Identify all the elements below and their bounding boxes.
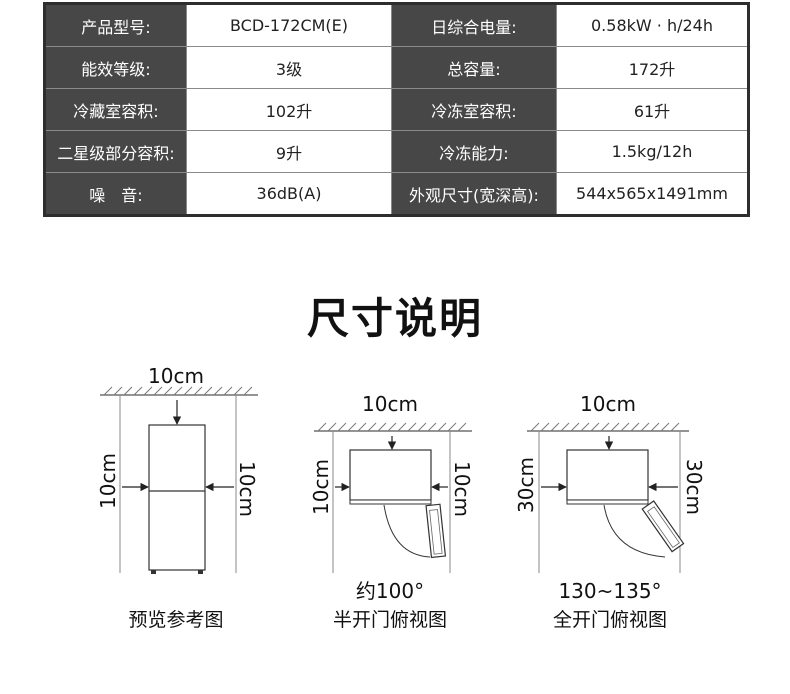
table-row: 噪 音: 36dB(A) 外观尺寸(宽深高): 544x565x1491mm <box>44 172 749 216</box>
spec-label: 冷冻能力: <box>391 130 557 173</box>
spec-value: 9升 <box>186 130 392 173</box>
half-left-clearance: 10cm <box>309 459 333 515</box>
full-caption: 全开门俯视图 <box>553 609 667 631</box>
front-left-clearance: 10cm <box>96 453 120 509</box>
spec-label: 总容量: <box>391 46 557 89</box>
clearance-diagrams: 10cm 10cm 10cm 预览参考图 10cm 10cm 10cm <box>96 364 706 631</box>
half-top-clearance: 10cm <box>362 392 418 416</box>
half-right-clearance: 10cm <box>450 461 474 517</box>
spec-value: 102升 <box>186 88 392 131</box>
spec-label: 二星级部分容积: <box>44 130 187 173</box>
spec-value: 544x565x1491mm <box>556 172 749 216</box>
table-row: 二星级部分容积: 9升 冷冻能力: 1.5kg/12h <box>44 130 749 173</box>
front-view-diagram: 10cm 10cm 10cm 预览参考图 <box>96 364 259 631</box>
spec-value: 1.5kg/12h <box>556 130 749 173</box>
spec-value: 0.58kW · h/24h <box>556 3 749 47</box>
table-row: 产品型号: BCD-172CM(E) 日综合电量: 0.58kW · h/24h <box>44 3 749 47</box>
spec-label: 能效等级: <box>44 46 187 89</box>
section-title: 尺寸说明 <box>306 294 483 343</box>
spec-label: 噪 音: <box>44 172 187 216</box>
spec-label: 冷藏室容积: <box>44 88 187 131</box>
spec-label: 冷冻室容积: <box>391 88 557 131</box>
full-left-clearance: 30cm <box>514 457 538 513</box>
full-open-angle: 130~135° <box>558 579 661 603</box>
spec-label: 产品型号: <box>44 3 187 47</box>
full-right-clearance: 30cm <box>682 459 706 515</box>
full-open-diagram: 10cm 30cm 30cm 130~135° 全开门俯视图 <box>514 392 706 631</box>
front-right-clearance: 10cm <box>235 461 259 517</box>
half-caption: 半开门俯视图 <box>333 609 447 631</box>
spec-value: 3级 <box>186 46 392 89</box>
spec-label: 外观尺寸(宽深高): <box>391 172 557 216</box>
spec-value: 172升 <box>556 46 749 89</box>
spec-label: 日综合电量: <box>391 3 557 47</box>
spec-value: 36dB(A) <box>186 172 392 216</box>
half-open-diagram: 10cm 10cm 10cm 约100° 半开门俯视图 <box>309 392 474 631</box>
front-caption: 预览参考图 <box>128 609 223 631</box>
half-open-angle: 约100° <box>356 579 424 603</box>
spec-value: BCD-172CM(E) <box>186 3 392 47</box>
table-row: 能效等级: 3级 总容量: 172升 <box>44 46 749 89</box>
spec-value: 61升 <box>556 88 749 131</box>
spec-table: 产品型号: BCD-172CM(E) 日综合电量: 0.58kW · h/24h… <box>43 2 750 217</box>
table-row: 冷藏室容积: 102升 冷冻室容积: 61升 <box>44 88 749 131</box>
front-top-clearance: 10cm <box>148 364 204 388</box>
full-top-clearance: 10cm <box>580 392 636 416</box>
